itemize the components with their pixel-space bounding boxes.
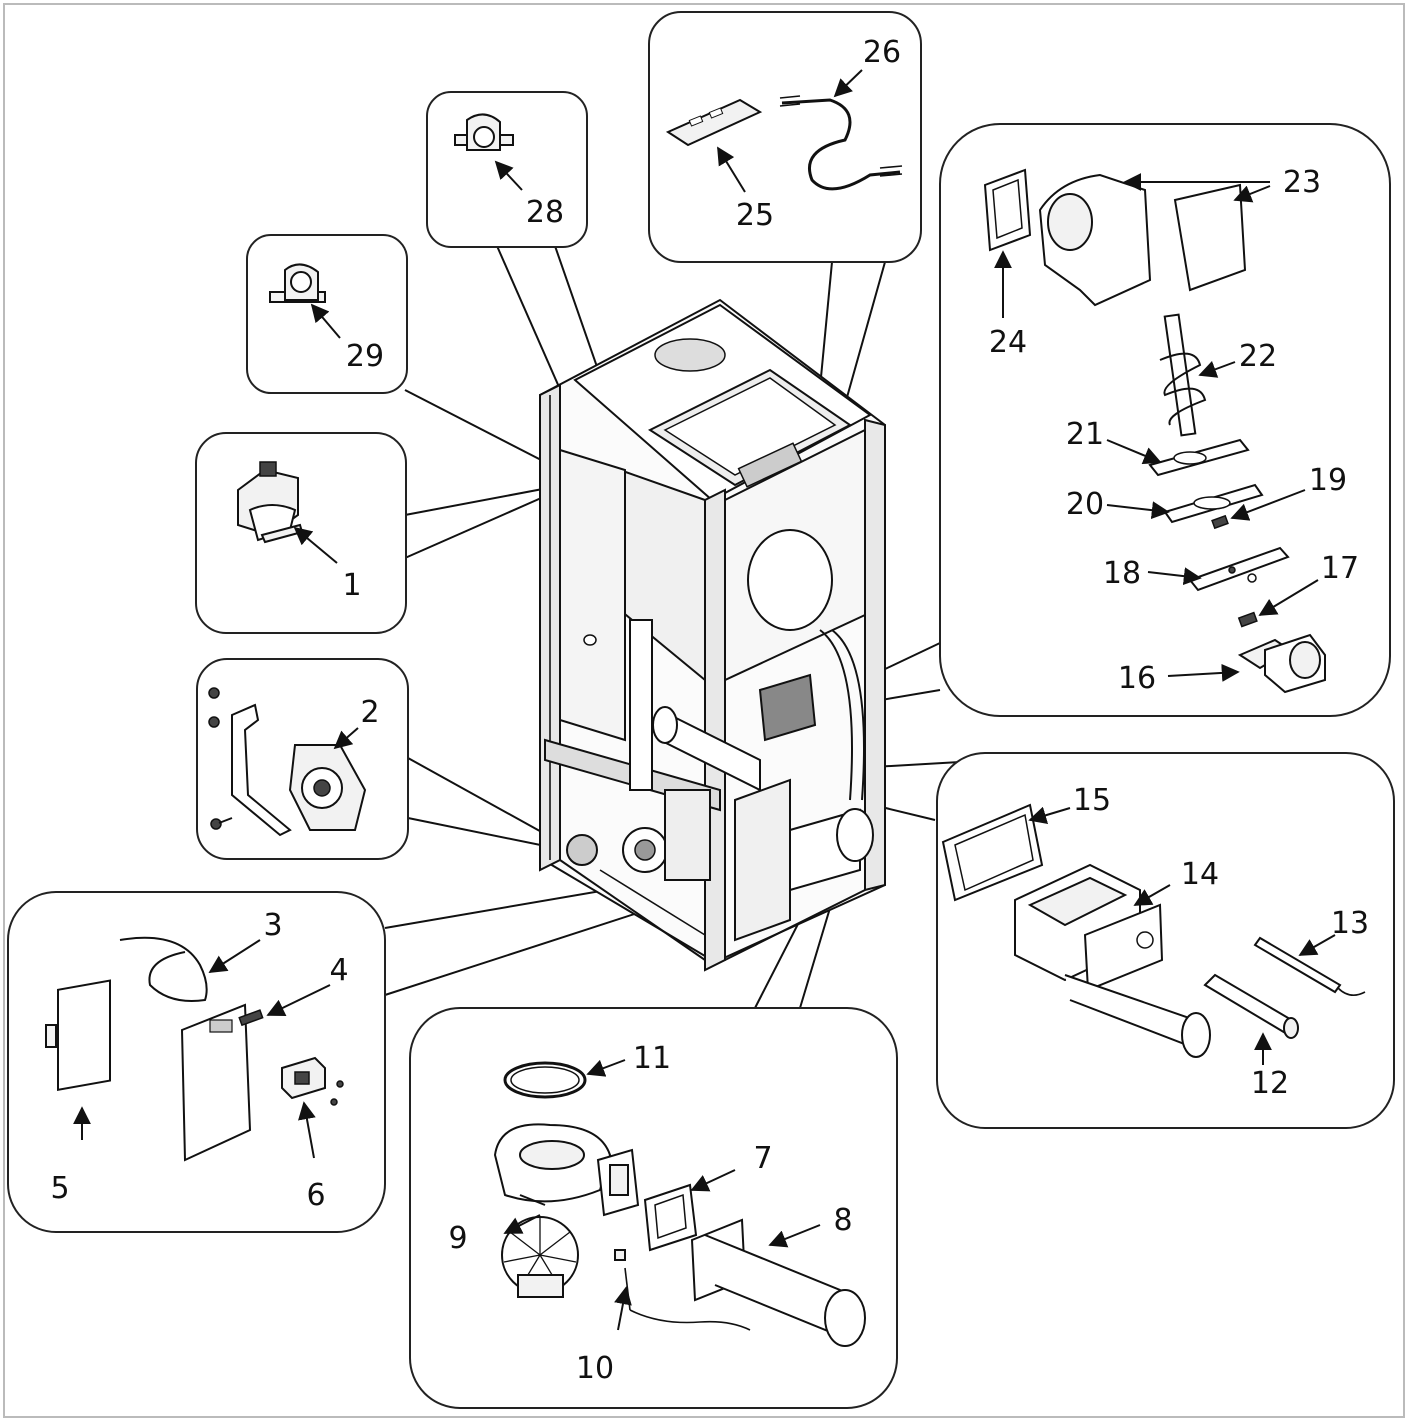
thermostat-28-part — [454, 113, 514, 151]
callout-box-1: 1 — [195, 432, 407, 634]
gasket-21-part — [1148, 438, 1250, 477]
label-22: 22 — [1239, 339, 1277, 374]
fuse-4-part — [238, 1009, 264, 1027]
label-5: 5 — [50, 1171, 69, 1206]
label-28: 28 — [526, 195, 564, 230]
callout-box-25-26: 25 26 — [648, 11, 922, 263]
label-23: 23 — [1283, 165, 1321, 200]
callout-box-29: 29 — [246, 234, 408, 394]
callout-box-2: 2 — [196, 658, 409, 860]
label-8: 8 — [833, 1203, 852, 1238]
label-13: 13 — [1331, 906, 1369, 941]
control-panel-25-part — [665, 98, 763, 147]
label-1: 1 — [342, 568, 361, 603]
socket-6-part — [281, 1056, 344, 1106]
callout-box-16-24: 24 23 22 21 20 19 — [939, 123, 1391, 717]
wiring-3-part — [119, 936, 208, 1002]
label-20: 20 — [1066, 487, 1104, 522]
tube-8-part — [690, 1218, 866, 1347]
cable-26-part — [779, 95, 903, 191]
label-25: 25 — [736, 198, 774, 233]
callout-box-12-15: 15 14 12 13 — [936, 752, 1395, 1129]
boiler-cabinet-frame — [539, 298, 886, 972]
label-29: 29 — [346, 339, 384, 374]
label-15: 15 — [1073, 783, 1111, 818]
part-19 — [1211, 514, 1229, 530]
gasket-15-part — [941, 803, 1044, 902]
label-21: 21 — [1066, 417, 1104, 452]
coupling-17-part — [1237, 611, 1258, 628]
fan-9-part — [493, 1123, 640, 1298]
label-10: 10 — [576, 1351, 614, 1386]
plate-18-part — [1188, 546, 1290, 592]
label-6: 6 — [306, 1178, 325, 1213]
label-19: 19 — [1309, 463, 1347, 498]
callout-box-28: 28 — [426, 91, 588, 248]
gasket-11-part — [503, 1061, 587, 1099]
auger-tube-23-part — [1038, 173, 1247, 307]
electronic-board-5-part — [45, 979, 111, 1091]
thermostat-29-part — [269, 263, 326, 303]
label-2: 2 — [360, 695, 379, 730]
label-17: 17 — [1321, 551, 1359, 586]
igniter-12-part — [1203, 973, 1299, 1039]
label-16: 16 — [1118, 661, 1156, 696]
burner-pot-14-part — [1014, 863, 1211, 1058]
label-3: 3 — [263, 908, 282, 943]
auger-screw-22-part — [1159, 313, 1207, 437]
mounting-plate-part — [180, 1003, 252, 1162]
label-14: 14 — [1181, 857, 1219, 892]
label-18: 18 — [1103, 556, 1141, 591]
callout-box-3-6: 5 3 4 6 — [7, 891, 386, 1233]
gearmotor-16-part — [1237, 633, 1326, 694]
gasket-24-part — [983, 168, 1032, 252]
label-24: 24 — [989, 325, 1027, 360]
callout-box-7-11: 11 9 7 8 — [409, 1007, 898, 1409]
motor-bracket-2-part — [208, 687, 367, 837]
label-7: 7 — [753, 1141, 772, 1176]
label-12: 12 — [1251, 1066, 1289, 1101]
probe-13-part — [1253, 936, 1366, 996]
label-11: 11 — [633, 1041, 671, 1076]
label-9: 9 — [448, 1221, 467, 1256]
gasket-7-part — [643, 1183, 698, 1252]
label-26: 26 — [863, 35, 901, 70]
label-4: 4 — [329, 953, 348, 988]
switch-1-part — [237, 461, 304, 544]
page-border — [3, 3, 1405, 1418]
